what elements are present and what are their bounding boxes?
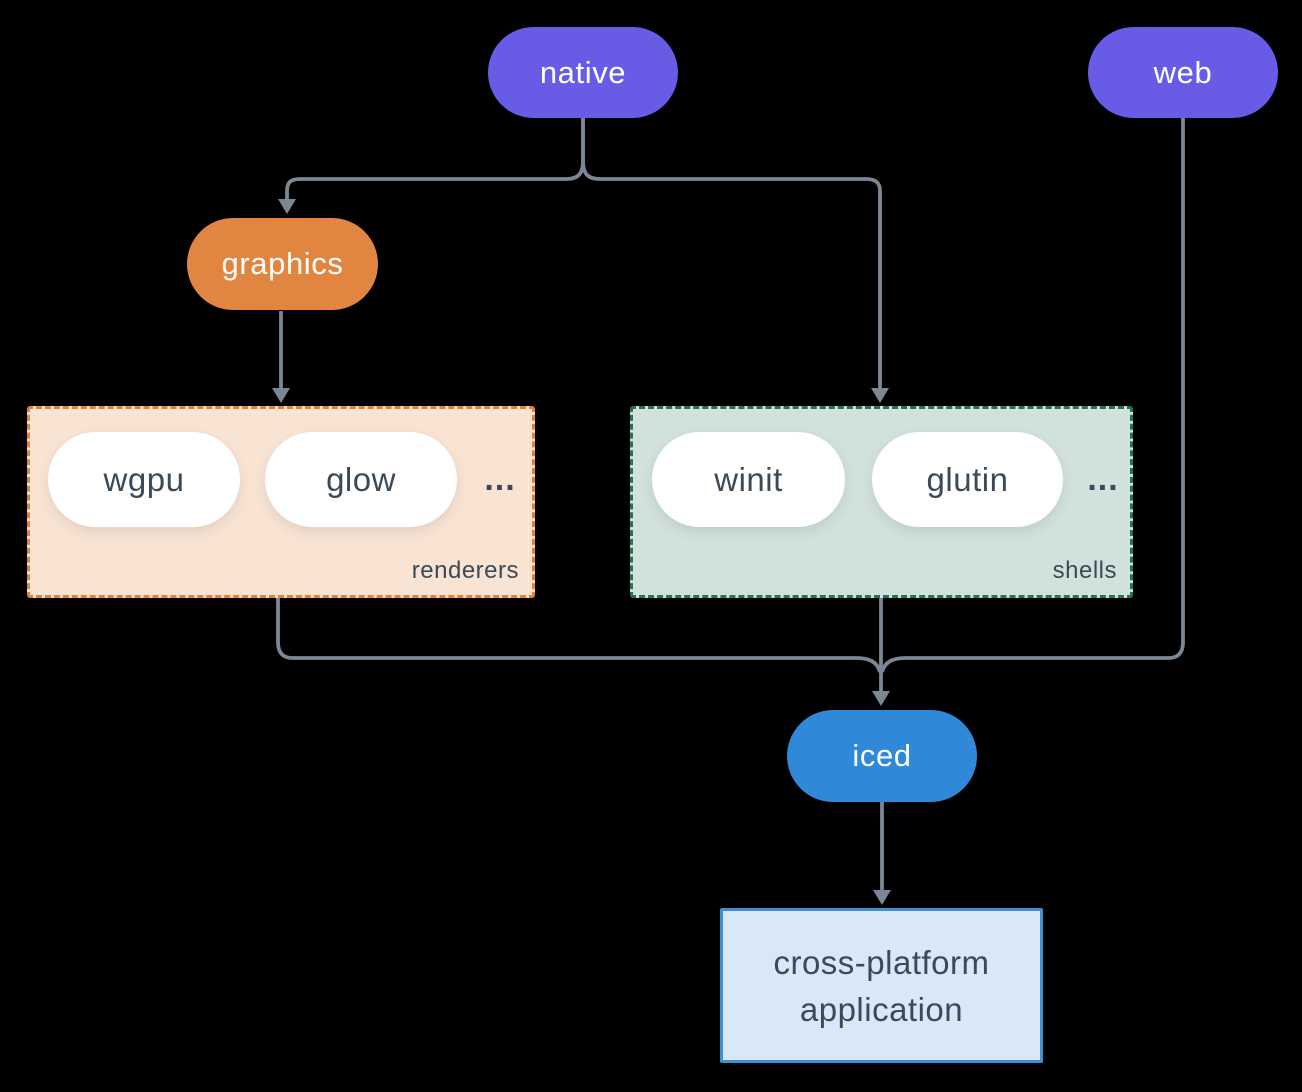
node-winit: winit	[652, 432, 845, 527]
group-shells: winit glutin ... shells	[630, 406, 1133, 598]
node-wgpu-label: wgpu	[103, 460, 185, 498]
node-wgpu: wgpu	[48, 432, 240, 527]
group-label-renderers: renderers	[411, 557, 519, 584]
node-web: web	[1088, 27, 1278, 118]
node-glutin: glutin	[872, 432, 1063, 527]
node-iced: iced	[787, 710, 977, 802]
group-renderers: wgpu glow ... renderers	[27, 406, 535, 598]
node-glutin-label: glutin	[926, 460, 1009, 498]
node-native-label: native	[539, 54, 627, 90]
arrowhead-shells	[871, 388, 889, 403]
node-iced-label: iced	[852, 738, 912, 773]
edge-native-graphics	[285, 118, 585, 200]
edge-web-merge	[880, 118, 1185, 673]
node-application-line2: application	[799, 990, 964, 1028]
node-graphics-label: graphics	[221, 246, 344, 281]
arrowhead-iced	[872, 691, 890, 706]
edge-renderers-merge	[276, 598, 882, 673]
arrowhead-renderers	[272, 388, 290, 403]
edge-native-shells	[581, 118, 882, 389]
node-glow-label: glow	[326, 460, 396, 498]
node-application-line1: cross-platform	[773, 943, 990, 981]
node-graphics: graphics	[187, 218, 378, 310]
node-winit-label: winit	[714, 460, 783, 498]
node-native: native	[488, 27, 678, 118]
node-application: cross-platform application	[720, 908, 1043, 1063]
ellipsis-renderers: ...	[484, 460, 516, 498]
arrowhead-graphics	[278, 199, 296, 214]
group-label-shells: shells	[1052, 557, 1117, 584]
ellipsis-shells: ...	[1087, 460, 1119, 498]
node-glow: glow	[265, 432, 457, 527]
arrowhead-application	[873, 890, 891, 905]
node-web-label: web	[1153, 54, 1213, 90]
